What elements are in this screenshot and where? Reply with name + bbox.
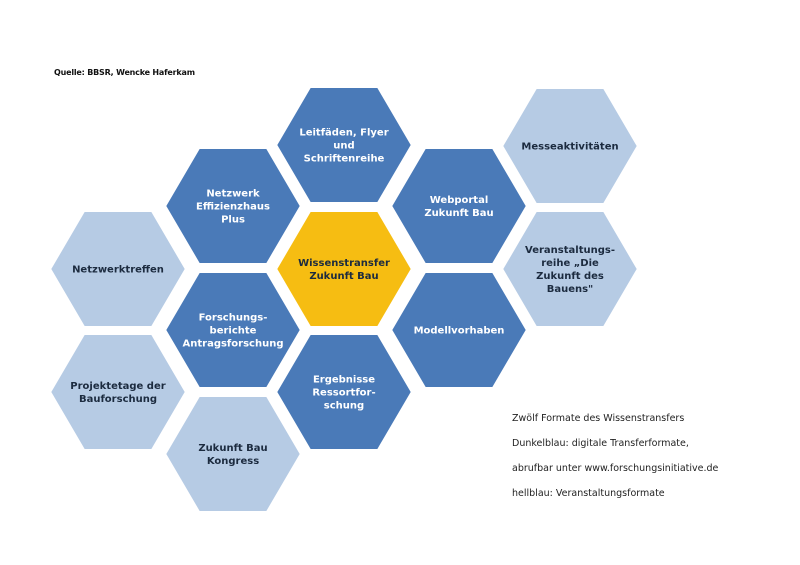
hex-label-leitfaeden-1: und	[333, 141, 354, 152]
hex-messe: Messeaktivitäten	[499, 85, 641, 207]
hex-shape-modellvorhaben	[388, 269, 530, 391]
hex-label-wissenstransfer-0: Wissenstransfer	[298, 258, 390, 269]
hex-shape-projekttage	[47, 331, 189, 453]
hex-shape-veranstaltungsreihe	[499, 208, 641, 330]
hex-label-webportal-1: Zukunft Bau	[424, 208, 493, 219]
hex-label-forschungsberichte-1: berichte	[210, 326, 257, 337]
hex-label-forschungsberichte-0: Forschungs-	[199, 313, 268, 324]
hex-label-netzwerktreffen-0: Netzwerktreffen	[72, 265, 164, 276]
hex-label-veranstaltungsreihe-3: Bauens"	[547, 284, 594, 295]
hex-label-veranstaltungsreihe-0: Veranstaltungs-	[525, 245, 615, 256]
hex-label-kongress-1: Kongress	[207, 456, 259, 467]
hex-label-netzwerk-effizienzhaus-2: Plus	[221, 215, 245, 226]
legend-line-dark: Dunkelblau: digitale Transferformate,	[512, 438, 689, 449]
legend-line-title: Zwölf Formate des Wissenstransfers	[512, 413, 685, 424]
hex-label-projekttage-0: Projektetage der	[70, 381, 165, 392]
hex-shape-netzwerktreffen	[47, 208, 189, 330]
hex-label-webportal-0: Webportal	[430, 195, 489, 206]
hex-shape-wissenstransfer	[273, 208, 415, 330]
hex-label-netzwerk-effizienzhaus-0: Netzwerk	[206, 189, 260, 200]
hex-shape-messe	[499, 85, 641, 207]
legend-line-light: hellblau: Veranstaltungsformate	[512, 488, 665, 499]
hex-label-veranstaltungsreihe-1: reihe „Die	[541, 258, 599, 269]
hex-label-ergebnisse-1: Ressortfor-	[312, 388, 375, 399]
hex-label-ergebnisse-0: Ergebnisse	[313, 375, 375, 386]
hex-label-modellvorhaben-0: Modellvorhaben	[414, 326, 505, 337]
hex-shape-ergebnisse	[273, 331, 415, 453]
hex-label-leitfaeden-2: Schriftenreihe	[304, 154, 385, 165]
hex-label-netzwerk-effizienzhaus-1: Effizienzhaus	[196, 202, 270, 213]
hex-label-kongress-0: Zukunft Bau	[198, 443, 267, 454]
hex-netzwerktreffen: Netzwerktreffen	[47, 208, 189, 330]
hex-modellvorhaben: Modellvorhaben	[388, 269, 530, 391]
legend-line-url: abrufbar unter www.forschungsinitiative.…	[512, 463, 719, 474]
hex-shape-leitfaeden	[273, 84, 415, 206]
hex-label-projekttage-1: Bauforschung	[79, 394, 157, 405]
hex-shape-webportal	[388, 145, 530, 267]
hex-label-messe-0: Messeaktivitäten	[521, 142, 618, 153]
hex-label-wissenstransfer-1: Zukunft Bau	[309, 271, 378, 282]
hex-label-ergebnisse-2: schung	[324, 401, 364, 412]
hex-label-leitfaeden-0: Leitfäden, Flyer	[299, 128, 388, 139]
hex-shape-netzwerk-effizienzhaus	[162, 145, 304, 267]
source-caption: Quelle: BBSR, Wencke Haferkam	[54, 68, 195, 77]
hex-label-veranstaltungsreihe-2: Zukunft des	[536, 271, 604, 282]
hex-shape-kongress	[162, 393, 304, 515]
hex-shape-forschungsberichte	[162, 269, 304, 391]
hex-label-forschungsberichte-2: Antragsforschung	[183, 339, 284, 350]
legend: Zwölf Formate des Wissenstransfers Dunke…	[512, 406, 718, 506]
